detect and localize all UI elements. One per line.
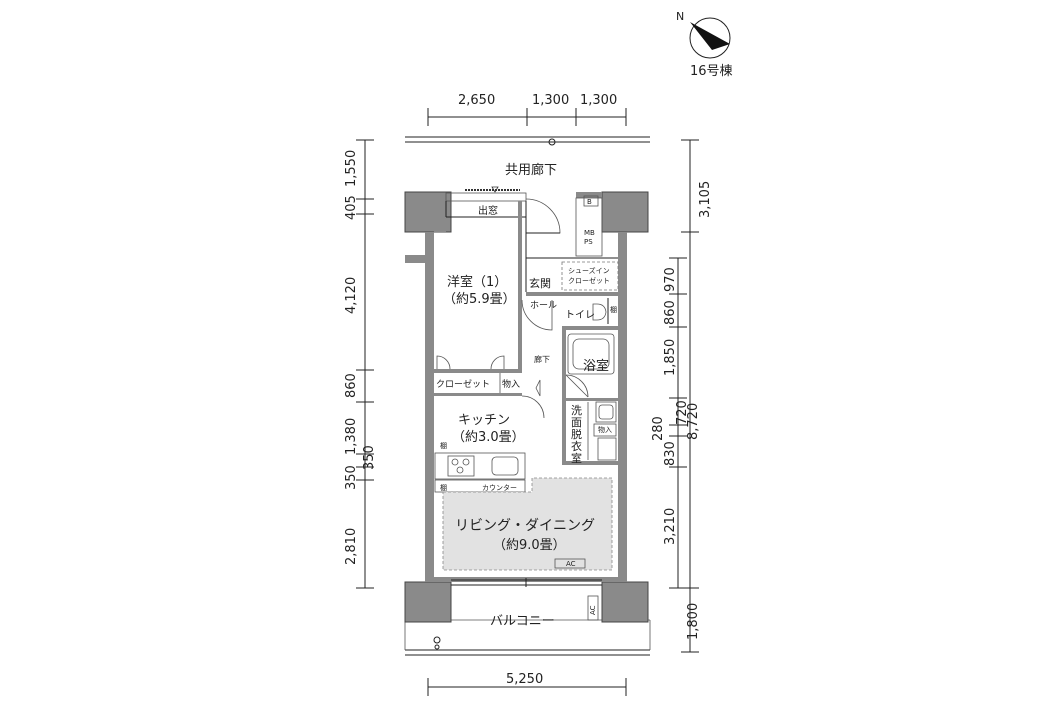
shoes-closet-label-1: シューズイン: [568, 266, 610, 275]
bottom-dimensions: 5,250: [427, 672, 627, 696]
living-dining-area: [442, 477, 613, 571]
dim-bottom: 5,250: [506, 672, 543, 687]
ac-label-2: AC: [589, 605, 597, 615]
kitchen-shelf-1: 棚: [440, 441, 447, 450]
hallway-label: 廊下: [534, 354, 550, 364]
mb-label: MB: [584, 229, 595, 237]
washroom-char-4: 衣: [571, 439, 582, 453]
toilet-icon: [592, 298, 609, 324]
dim-left-8: 2,810: [344, 528, 359, 565]
corridor-label: 共用廊下: [505, 162, 557, 178]
living-size: （約9.0畳）: [493, 538, 566, 553]
dim-left-3: 4,120: [344, 277, 359, 314]
washroom-char-1: 洗: [571, 404, 582, 417]
top-dimensions: 2,650 1,300 1,300: [427, 93, 627, 126]
washroom-char-5: 室: [571, 451, 582, 465]
dim-top-3: 1,300: [580, 93, 617, 108]
right-outer-dimensions: 3,105 8,720 1,800: [681, 139, 713, 653]
compass-label: N: [676, 10, 684, 23]
western-room-label: 洋室（1）: [447, 274, 507, 290]
doors: [436, 198, 589, 419]
storage-label: 物入: [502, 378, 520, 390]
shoes-closet: [561, 261, 619, 291]
washroom-fixtures: [587, 401, 617, 461]
balcony-window: [451, 578, 602, 587]
dim-top-2: 1,300: [532, 93, 569, 108]
dim-left-7: 350: [362, 445, 377, 470]
dim-right-outer-1: 3,105: [698, 181, 713, 218]
dim-right-inner-6: 830: [663, 441, 678, 466]
mb-ps-shaft: B MB PS: [575, 195, 603, 257]
dim-left-6: 350: [344, 465, 359, 490]
western-room-size: （約5.9畳）: [443, 292, 516, 307]
dim-right-inner-5: 280: [651, 416, 666, 441]
balcony-label: バルコニー: [490, 614, 555, 629]
ac-unit-2: [587, 595, 599, 621]
dim-right-inner-2: 860: [663, 300, 678, 325]
ps-label: PS: [584, 238, 593, 246]
washroom-storage-label: 物入: [598, 425, 612, 434]
washroom-char-3: 脱: [571, 427, 582, 441]
kitchen-label: キッチン: [458, 413, 510, 428]
north-compass-icon: N: [676, 10, 731, 59]
closet-label: クローゼット: [436, 378, 490, 390]
dim-right-inner-3: 1,850: [663, 339, 678, 376]
column-bottom-left: [404, 581, 452, 623]
toilet-shelf-label: 棚: [610, 305, 617, 314]
right-inner-dimensions: 970 860 1,850 720 280 830 3,210: [651, 257, 690, 589]
dim-top-1: 2,650: [458, 93, 495, 108]
washroom-char-2: 面: [571, 416, 582, 429]
bathtub-icon: [567, 333, 615, 375]
dim-left-1: 1,550: [344, 150, 359, 187]
living-label: リビング・ダイニング: [455, 518, 595, 534]
bathroom-label: 浴室: [583, 358, 609, 374]
interior-walls: [434, 201, 618, 465]
dim-right-inner-7: 3,210: [663, 508, 678, 545]
left-dimensions: 1,550 405 4,120 860 1,380 350 350 2,810: [344, 139, 377, 589]
entrance-label: 玄関: [529, 276, 551, 290]
bay-window-label: 出窓: [478, 204, 498, 217]
hall-label: ホール: [530, 300, 557, 311]
kitchen-size: （約3.0畳）: [452, 430, 525, 445]
column-top-right: [601, 191, 649, 233]
building-label: 16号棟: [690, 64, 733, 79]
dim-left-2: 405: [344, 195, 359, 220]
dim-left-4: 860: [344, 373, 359, 398]
kitchen-shelf-2: 棚: [440, 483, 447, 492]
bay-window: [445, 186, 527, 218]
dim-right-inner-4: 720: [675, 400, 690, 425]
dim-left-5: 1,380: [344, 418, 359, 455]
b-label: B: [587, 198, 592, 206]
shoes-closet-label-2: クローゼット: [568, 276, 610, 285]
corridor-rails: [404, 136, 651, 656]
dim-right-inner-1: 970: [663, 267, 678, 292]
ac-unit-1: [554, 558, 586, 569]
counter-label: カウンター: [482, 483, 517, 492]
dim-right-outer-2: 8,720: [686, 403, 701, 440]
column-bottom-right: [601, 581, 649, 623]
ac-label-1: AC: [566, 560, 576, 568]
toilet-label: トイレ: [565, 310, 595, 321]
dim-right-outer-3: 1,800: [686, 603, 701, 640]
